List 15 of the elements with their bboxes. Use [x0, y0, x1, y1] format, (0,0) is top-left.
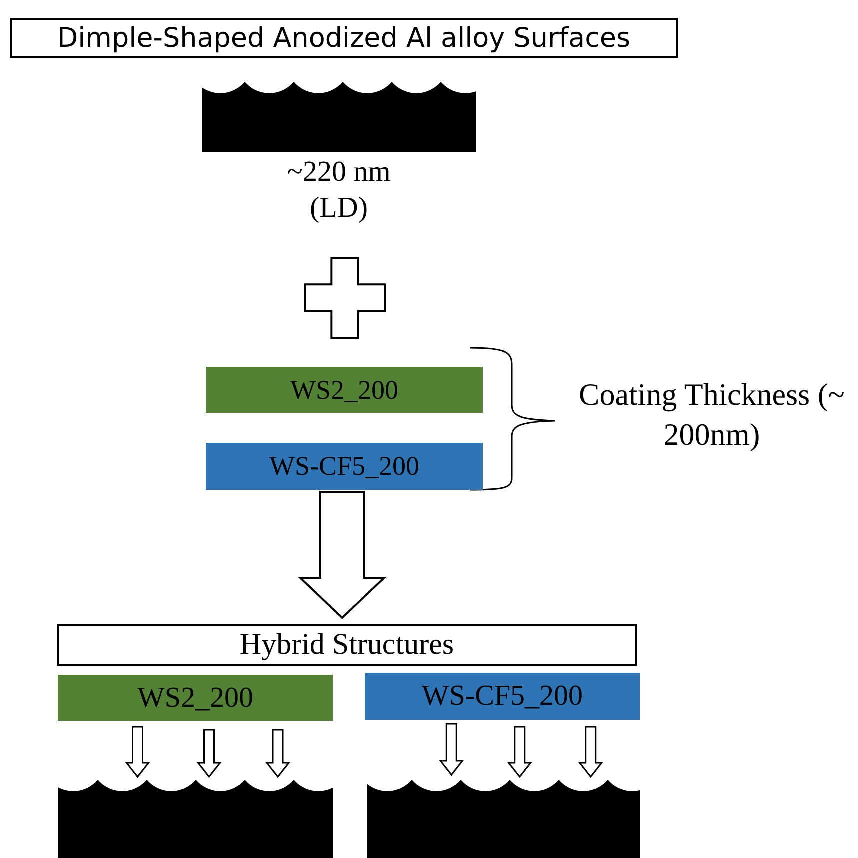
block-arrow: [507, 726, 532, 778]
coating-bar: WS2_200: [206, 367, 483, 413]
block-arrow: [196, 729, 222, 778]
title-box: Dimple-Shaped Anodized Al alloy Surfaces: [10, 18, 678, 58]
coating-bar: WS2_200: [58, 675, 333, 721]
coating-bar: WS-CF5_200: [365, 673, 640, 720]
size-label: ~220 nm (LD): [286, 155, 392, 226]
block-arrow: [439, 723, 464, 776]
block-arrow: [265, 729, 291, 778]
heading-box: Hybrid Structures: [57, 624, 637, 666]
annotation-text: Coating Thickness (~ 200nm): [578, 376, 846, 454]
block-arrow: [298, 491, 387, 620]
block-arrow: [125, 726, 150, 778]
coating-bar: WS-CF5_200: [206, 443, 483, 490]
block-arrow: [578, 726, 604, 778]
